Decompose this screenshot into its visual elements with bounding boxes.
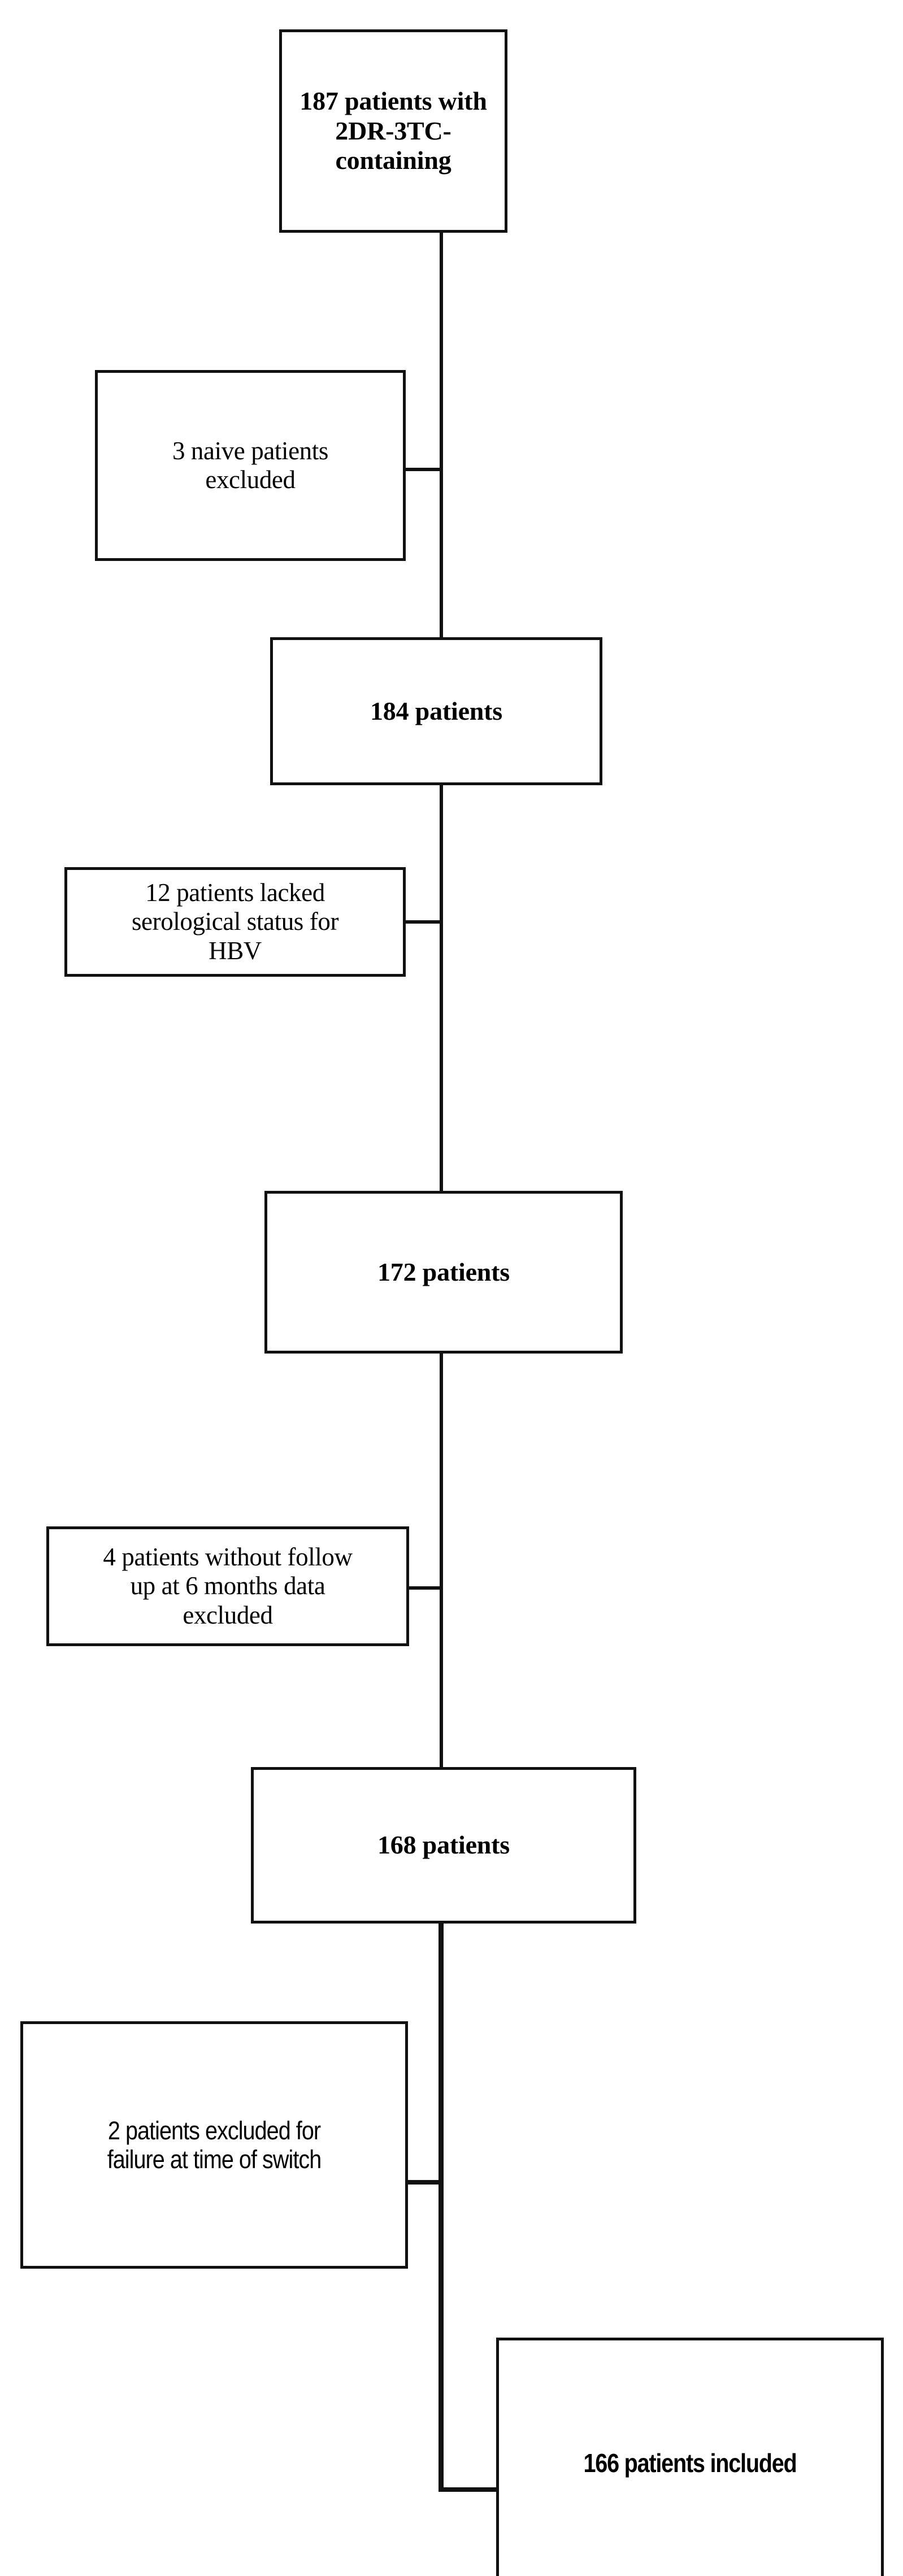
connector-trunk-1 [440,230,443,641]
node-cohort-initial-label: 187 patients with 2DR-3TC- containing [299,86,487,175]
node-cohort-initial: 187 patients with 2DR-3TC- containing [279,29,507,233]
connector-stub-naive [402,468,442,471]
connector-trunk-2 [440,783,443,1193]
node-excluded-failure-at-switch: 2 patients excluded for failure at time … [20,2021,408,2269]
node-excluded-naive: 3 naive patients excluded [95,370,406,561]
node-excluded-no-hbv-serology: 12 patients lacked serological status fo… [64,867,406,977]
connector-final-elbow [439,2487,501,2492]
connector-stub-failure [405,2180,443,2185]
node-cohort-final: 166 patients included [496,2338,884,2576]
connector-stub-followup [406,1586,442,1590]
node-cohort-168-label: 168 patients [377,1830,510,1860]
connector-stub-hbv [402,920,442,924]
node-excluded-no-hbv-serology-label: 12 patients lacked serological status fo… [131,878,339,965]
node-excluded-no-followup: 4 patients without follow up at 6 months… [46,1526,409,1646]
connector-trunk-3 [440,1351,443,1770]
node-cohort-168: 168 patients [251,1767,636,1924]
node-cohort-172: 172 patients [264,1191,623,1354]
node-excluded-failure-at-switch-label: 2 patients excluded for failure at time … [107,2116,322,2174]
connector-trunk-4 [439,1920,444,2491]
node-cohort-172-label: 172 patients [377,1257,510,1286]
node-cohort-184: 184 patients [270,637,602,785]
node-cohort-final-label: 166 patients included [583,2448,797,2478]
node-excluded-no-followup-label: 4 patients without follow up at 6 months… [103,1543,353,1629]
node-cohort-184-label: 184 patients [370,696,502,725]
node-excluded-naive-label: 3 naive patients excluded [172,436,328,494]
